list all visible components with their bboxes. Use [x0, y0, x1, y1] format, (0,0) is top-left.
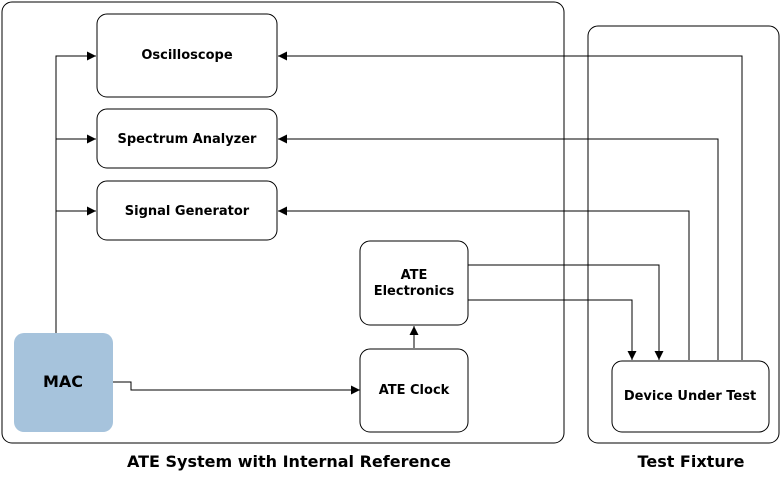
test-fixture-container — [587, 25, 780, 444]
mac-box — [14, 333, 113, 432]
mac-bus-line — [55, 51, 96, 333]
ate-clock-label: ATE Clock — [379, 383, 450, 398]
signal-generator-label: Signal Generator — [125, 204, 250, 219]
oscilloscope-label: Oscilloscope — [141, 48, 232, 63]
dut-to-oscilloscope-line — [278, 51, 743, 360]
mac-label: MAC — [43, 372, 83, 391]
test-fixture-caption: Test Fixture — [638, 452, 745, 471]
electronics-to-dut-line-2 — [468, 299, 637, 360]
ate-electronics-label-line1: ATE — [401, 268, 428, 283]
mac-to-ate-clock-line — [113, 381, 360, 395]
electronics-to-dut-line-1 — [468, 264, 664, 360]
ate-electronics-label-line2: Electronics — [374, 284, 455, 299]
device-under-test-block: Device Under Test — [611, 360, 770, 433]
mac-block: MAC — [14, 333, 113, 432]
device-under-test-label: Device Under Test — [624, 389, 756, 404]
oscilloscope-block: Oscilloscope — [96, 13, 278, 98]
spectrum-analyzer-block: Spectrum Analyzer — [96, 108, 278, 169]
ate-electronics-block: ATE Electronics — [359, 240, 469, 326]
dut-to-signal-generator-line — [278, 206, 690, 360]
ate-system-caption: ATE System with Internal Reference — [127, 452, 451, 471]
ate-clock-block: ATE Clock — [359, 348, 469, 433]
dut-to-spectrum-analyzer-line — [278, 134, 719, 360]
signal-generator-block: Signal Generator — [96, 180, 278, 241]
spectrum-analyzer-label: Spectrum Analyzer — [118, 132, 258, 147]
